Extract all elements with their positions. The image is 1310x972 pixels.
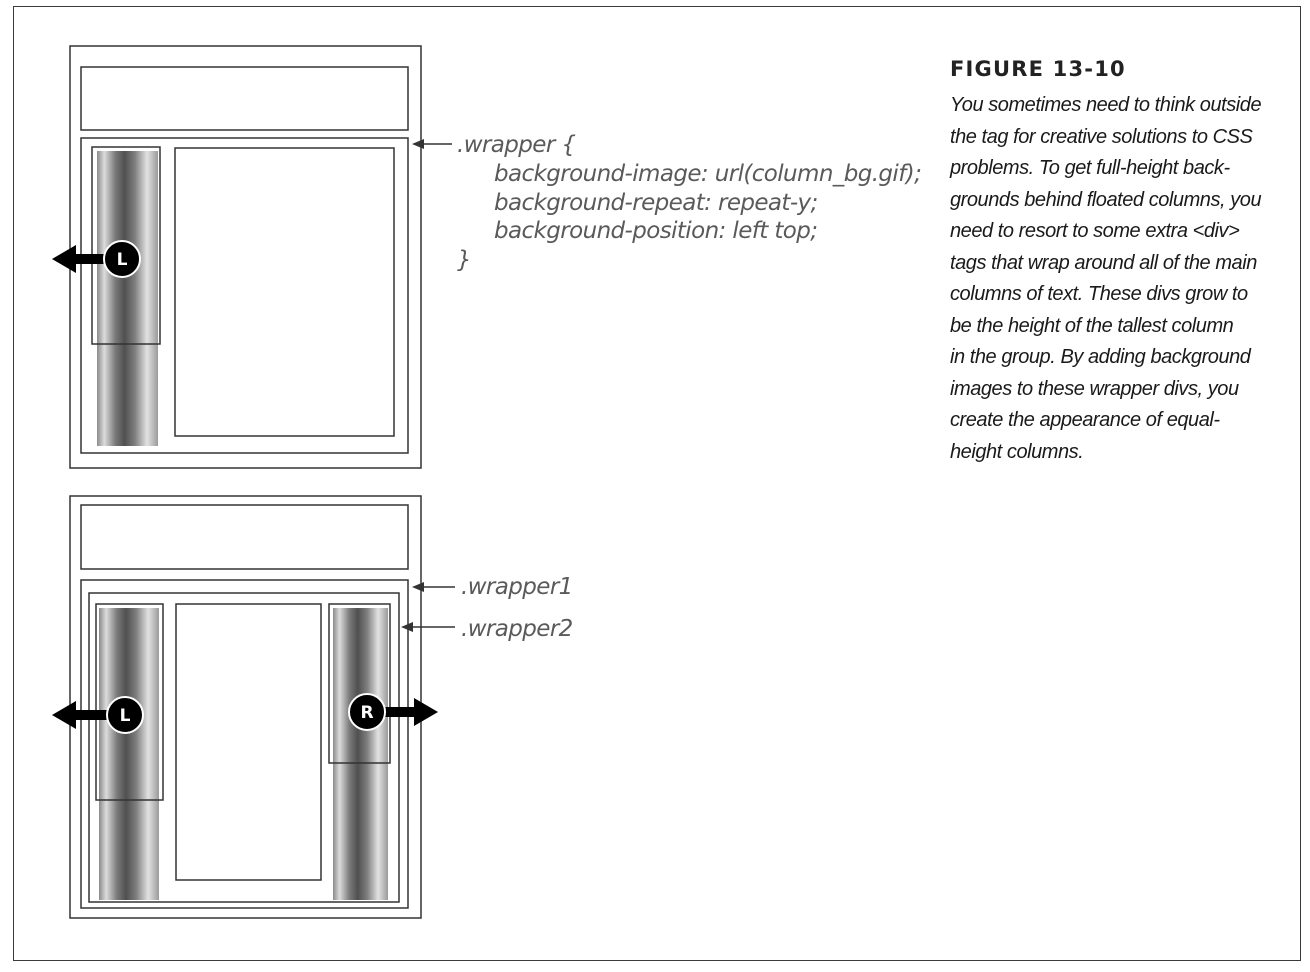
bottom-diagram: L R .wrapper1 .wrapper2 bbox=[52, 495, 573, 919]
code-line-2: background-image: url(column_bg.gif); bbox=[494, 161, 921, 187]
bottom-right-background bbox=[333, 608, 388, 900]
bottom-main-column bbox=[175, 603, 322, 881]
top-header-box bbox=[80, 66, 409, 131]
code-line-5: } bbox=[457, 247, 471, 273]
top-main-column bbox=[174, 147, 395, 437]
wrapper2-label: .wrapper2 bbox=[461, 616, 573, 642]
bottom-right-badge bbox=[348, 693, 386, 731]
wrapper1-label: .wrapper1 bbox=[461, 574, 573, 600]
caption-line: need to resort to some extra <div> bbox=[950, 220, 1240, 242]
wrapper2-pointer bbox=[401, 622, 455, 632]
caption-line: tags that wrap around all of the main bbox=[950, 251, 1257, 274]
bottom-left-arrow: L bbox=[52, 696, 144, 734]
figure-caption: FIGURE 13-10 You sometimes need to think… bbox=[950, 56, 1275, 468]
bottom-right-arrow: R bbox=[348, 693, 438, 731]
top-diagram: L .wrapper { background-image: url(colum… bbox=[52, 45, 922, 469]
caption-line: in the group. By adding background bbox=[950, 346, 1251, 368]
wrapper1-pointer bbox=[412, 582, 455, 592]
caption-line: grounds behind floated columns, you bbox=[950, 188, 1262, 211]
bottom-header-box bbox=[80, 504, 409, 570]
code-line-4: background-position: left top; bbox=[494, 218, 817, 244]
bottom-left-badge bbox=[106, 696, 144, 734]
caption-line: the tag for creative solutions to CSS bbox=[950, 125, 1253, 148]
bottom-right-column bbox=[328, 603, 391, 764]
caption-line: problems. To get full-height back- bbox=[950, 157, 1230, 179]
code-line-3: background-repeat: repeat-y; bbox=[494, 190, 818, 216]
code-line-1: .wrapper { bbox=[457, 132, 575, 158]
bottom-left-badge-letter: L bbox=[120, 706, 131, 726]
figure-title: FIGURE 13-10 bbox=[950, 57, 1126, 81]
caption-line: columns of text. These divs grow to bbox=[950, 283, 1248, 305]
top-wrapper-pointer bbox=[412, 139, 452, 149]
caption-line: You sometimes need to think outside bbox=[950, 94, 1262, 116]
top-column-background bbox=[97, 151, 158, 446]
bottom-left-background bbox=[99, 608, 159, 900]
caption-line: height columns. bbox=[950, 440, 1084, 463]
bottom-left-column bbox=[95, 603, 164, 801]
figure-caption-text: You sometimes need to think outside the … bbox=[950, 90, 1275, 468]
caption-line: be the height of the tallest column bbox=[950, 314, 1234, 337]
caption-line: create the appearance of equal- bbox=[950, 409, 1220, 431]
bottom-right-badge-letter: R bbox=[360, 703, 373, 723]
top-left-badge bbox=[103, 240, 141, 278]
top-left-arrow: L bbox=[52, 240, 141, 278]
caption-line: images to these wrapper divs, you bbox=[950, 377, 1239, 400]
top-left-column bbox=[91, 146, 161, 345]
top-left-badge-letter: L bbox=[117, 250, 128, 270]
